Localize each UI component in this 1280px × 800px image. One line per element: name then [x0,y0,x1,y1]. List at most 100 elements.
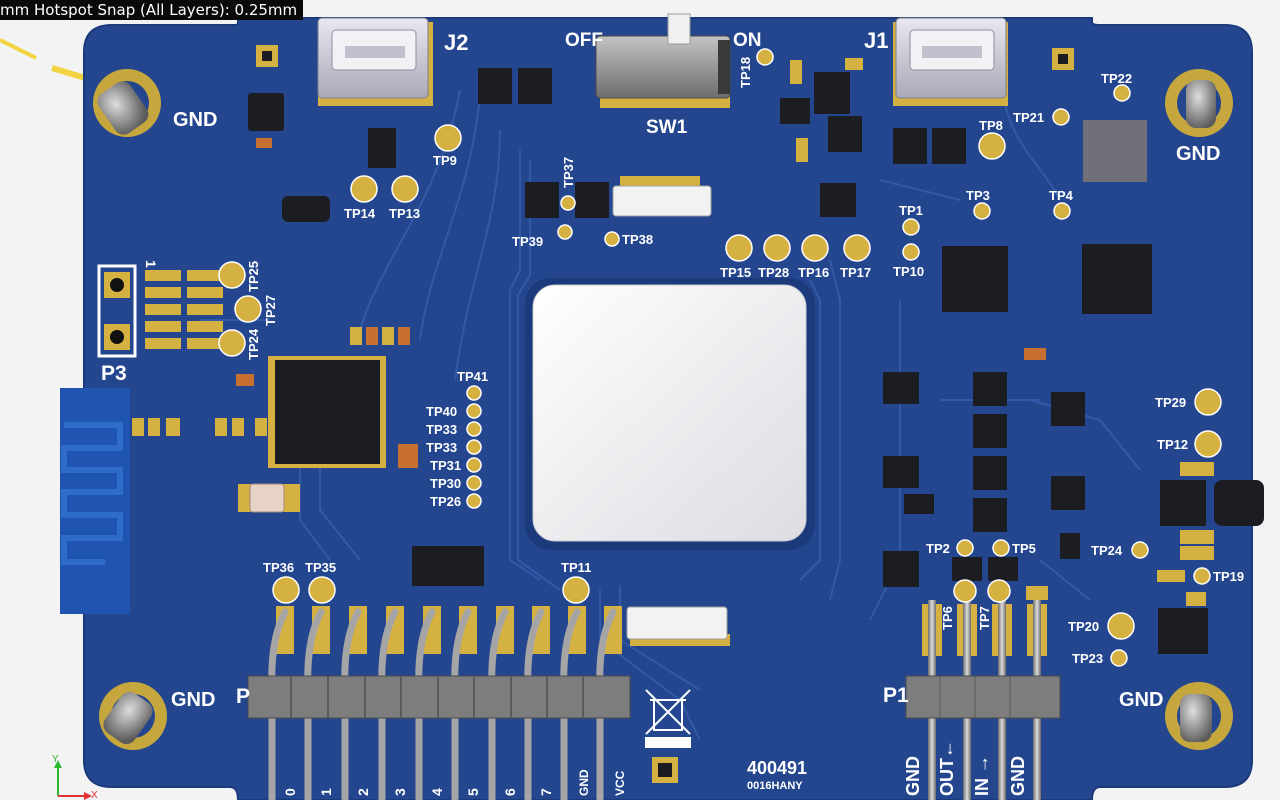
slide-switch-sw1[interactable] [595,13,731,108]
tp4-label: TP4 [1049,188,1074,203]
fpc-connector-bottom [626,606,730,646]
left-pin-4: 4 [429,788,445,796]
tp22-label: TP22 [1101,71,1132,86]
p1-pin-labels: GND OUT← IN → GND [903,740,1028,796]
p1-pin-gnd-1: GND [903,756,923,796]
left-pin-vcc: VCC [613,770,627,796]
tp12-label: TP12 [1157,437,1188,452]
left-pin-gnd: GND [577,769,591,796]
crystal [238,483,300,513]
p1-pin-gnd-2: GND [1008,756,1028,796]
tp9-label: TP9 [433,153,457,168]
usb-connector-j2 [317,17,433,106]
tp7-label: TP7 [977,606,992,630]
label-p3: P3 [101,362,127,385]
tp39-label: TP39 [512,234,543,249]
mounting-standoff-top-left [93,69,161,137]
tp11-label: TP11 [561,560,591,575]
fpc-connector-top [612,176,712,217]
label-j2: J2 [444,30,468,55]
tp41-label: TP41 [457,369,488,384]
tp24-label: TP24 [1091,543,1123,558]
label-p3-pin1: 1 [143,260,159,268]
mcu-chip [268,356,386,468]
label-sw1: SW1 [646,117,688,138]
lcd-module [525,278,815,550]
left-pin-5: 5 [465,788,481,796]
p1-pin-in: IN → [972,755,992,796]
tp6-label: TP6 [940,606,955,630]
tp10-label: TP10 [893,264,924,279]
left-header-pin-labels: 0 1 2 3 4 5 6 7 GND VCC [282,769,627,796]
fiducial-pads [256,45,1074,783]
left-pin-1: 1 [318,788,334,796]
tp37-label: TP37 [561,157,576,188]
passive-components [132,58,1214,606]
ic-components [248,68,1264,654]
tp21-label: TP21 [1013,110,1044,125]
tp5-label: TP5 [1012,541,1036,556]
left-pin-6: 6 [502,788,518,796]
header-p3 [97,264,137,358]
tp36-label: TP36 [263,560,294,575]
header-p1 [905,600,1061,800]
test-point-labels: TP9 TP14 TP13 TP25 TP27 TP24 TP18 TP37 T… [246,57,1244,666]
tp19-label: TP19 [1213,569,1244,584]
axis-y-label: Y [52,754,59,765]
axis-gizmo: Y X [52,754,98,800]
tp26-label: TP26 [430,494,461,509]
tp15-label: TP15 [720,265,751,280]
left-pin-3: 3 [392,788,408,796]
left-pin-2: 2 [355,788,371,796]
label-p1: P1 [883,684,909,707]
usb-connector-j1 [893,17,1008,106]
snap-guides [0,38,93,83]
tp31-label: TP31 [430,458,461,473]
p1-pin-out: OUT← [937,740,957,796]
left-pin-0: 0 [282,788,298,796]
test-point-pads [218,48,1222,667]
tp33b-label: TP33 [426,440,457,455]
gnd-label-bottom-right: GND [1119,689,1163,711]
tp13-label: TP13 [389,206,420,221]
wifi-antenna [60,388,130,614]
tp25-label: TP25 [246,261,261,292]
axis-x-label: X [91,790,98,800]
tp23-label: TP23 [1072,651,1103,666]
board-serial-number: 400491 [747,758,807,778]
tp1-label: TP1 [899,203,923,218]
sim-card-pads [145,270,223,349]
hotspot-snap-status: mm Hotspot Snap (All Layers): 0.25mm [0,0,304,20]
weee-bin-icon [645,689,691,748]
switch-off-label: OFF [565,30,603,51]
label-p-left: P [236,685,250,708]
tp14-label: TP14 [344,206,376,221]
board-serial-code: 0016HANY [747,780,803,792]
tp3-label: TP3 [966,188,990,203]
gnd-label-bottom-left: GND [171,689,215,711]
tp2-label: TP2 [926,541,950,556]
tp24-left-label: TP24 [246,328,261,360]
tp8-label: TP8 [979,118,1003,133]
gnd-label-top-right: GND [1176,143,1220,165]
tp38-label: TP38 [622,232,653,247]
tp40-label: TP40 [426,404,457,419]
tp16-label: TP16 [798,265,829,280]
tp17-label: TP17 [840,265,871,280]
mounting-standoff-bottom-left [99,682,167,750]
tp27-label: TP27 [263,295,278,326]
tp28-label: TP28 [758,265,789,280]
mounting-standoff-bottom-right [1165,682,1233,750]
label-j1: J1 [864,28,888,53]
switch-on-label: ON [733,30,762,51]
mounting-standoff-top-right [1165,69,1233,137]
tp29-label: TP29 [1155,395,1186,410]
tp35-label: TP35 [305,560,336,575]
tp33a-label: TP33 [426,422,457,437]
gnd-label-top-left: GND [173,109,217,131]
tp30-label: TP30 [430,476,461,491]
header-left-10pin [247,606,631,800]
tp18-label: TP18 [738,57,753,88]
tp20-label: TP20 [1068,619,1099,634]
